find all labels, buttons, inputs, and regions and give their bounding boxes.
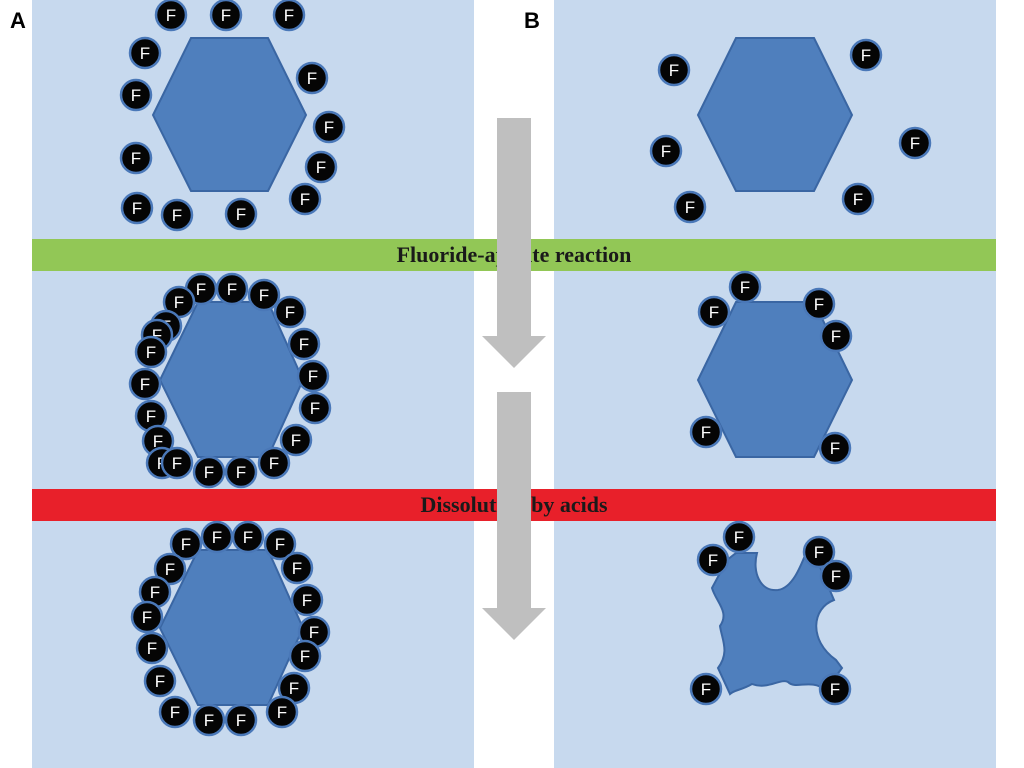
panel-b-label: B <box>524 8 540 33</box>
panel-b-background <box>554 0 996 768</box>
fluoride-apatite-reaction-label: Fluoride-apatite reaction <box>396 242 632 267</box>
dissolution-by-acids-band: Dissolution by acids <box>32 489 996 521</box>
dissolution-by-acids-label: Dissolution by acids <box>420 492 608 517</box>
fluoride-apatite-reaction-band: Fluoride-apatite reaction <box>32 239 996 271</box>
panel-a-background <box>32 0 474 768</box>
panel-a-label: A <box>10 8 26 33</box>
